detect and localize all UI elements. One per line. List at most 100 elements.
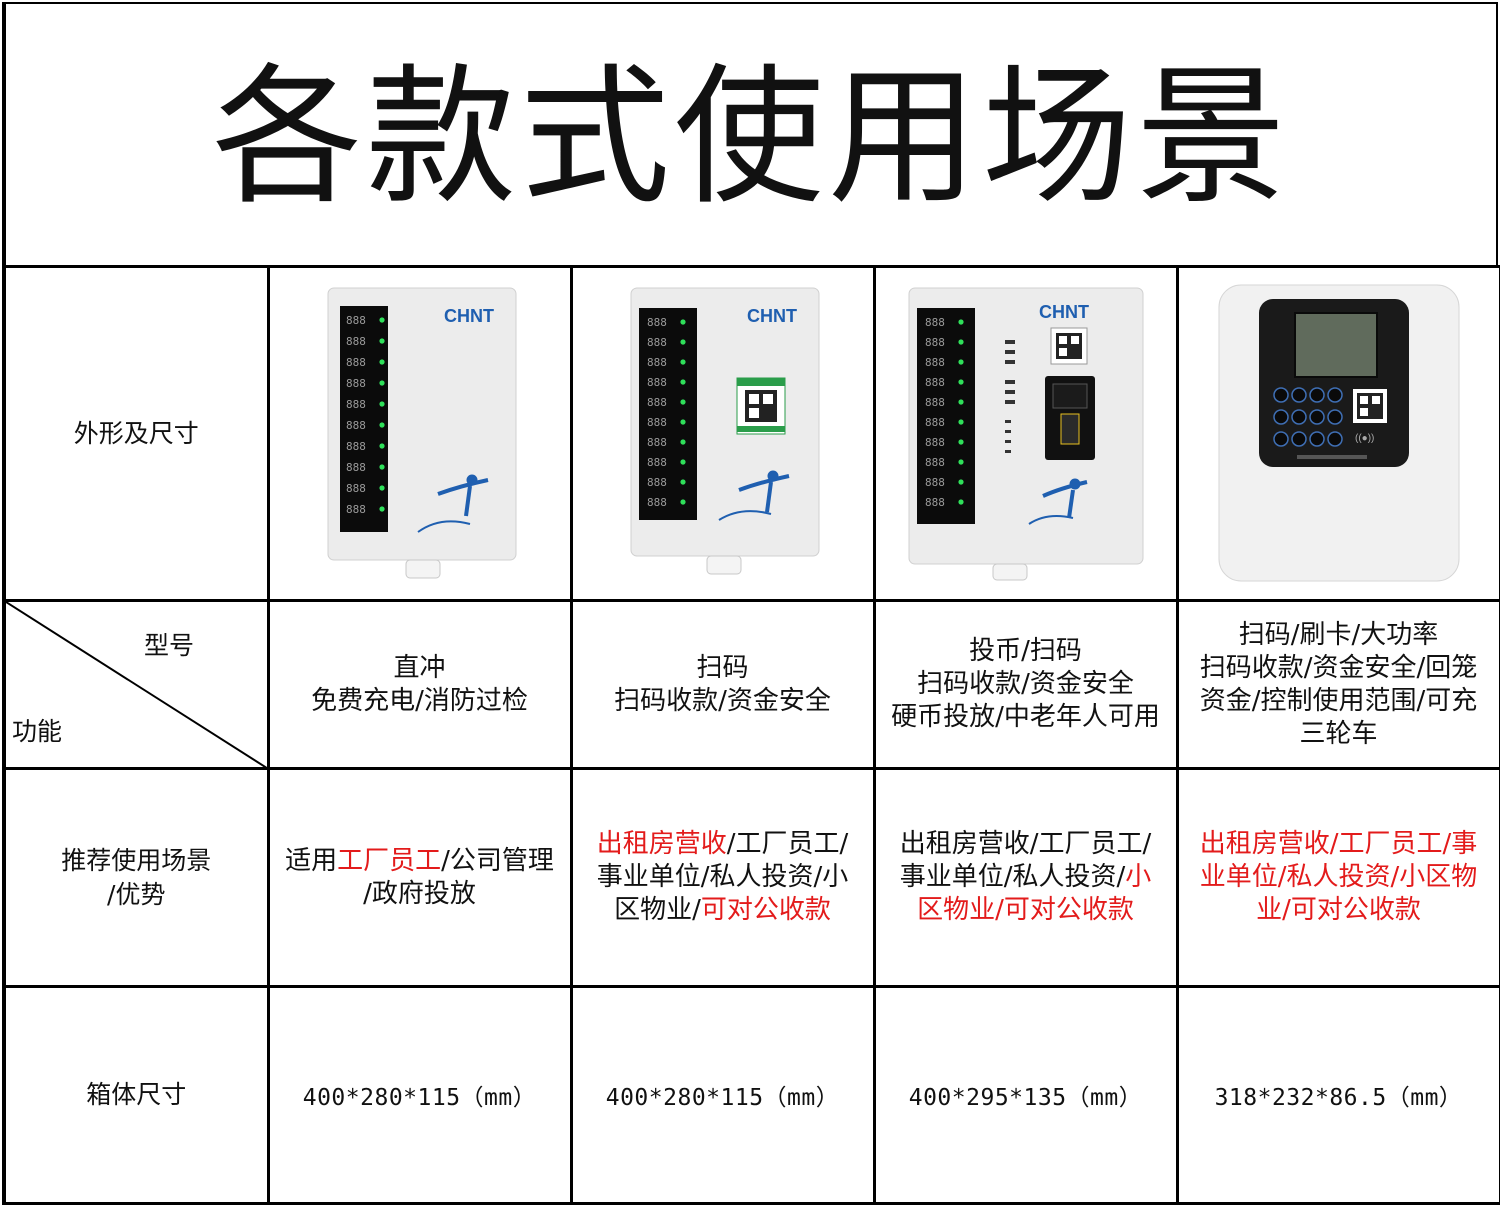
led-indicator — [679, 358, 686, 365]
led-indicator — [378, 505, 385, 512]
product-image-4: ((●)) — [1175, 265, 1500, 602]
features-text-3: 投币/扫码 扫码收款/资金安全 硬币投放/中老年人可用 — [891, 636, 1160, 732]
led-indicator — [378, 421, 385, 428]
appearance-row: 外形及尺寸 888 888 888 888 888 888 888 888 888 888 CHN… — [2, 265, 1500, 602]
header-model-label: 型号 — [144, 631, 195, 660]
led-indicator — [378, 400, 385, 407]
led-indicator — [957, 358, 964, 365]
brand-logo-3: CHNT — [1039, 302, 1089, 322]
led-indicator — [378, 358, 385, 365]
led-indicator — [378, 463, 385, 470]
scene-row: 推荐使用场景 /优势 适用工厂员工/公司管理 /政府投放 出租房营收/工厂员工/… — [2, 767, 1500, 988]
scene-cell-2: 出租房营收/工厂员工/ 事业单位/私人投资/小 区物业/可对公收款 — [569, 767, 876, 988]
coin-slot-icon — [1044, 375, 1095, 460]
led-indicator — [679, 338, 686, 345]
led-indicator — [957, 338, 964, 345]
features-cell-1: 直冲 免费充电/消防过检 — [266, 599, 573, 770]
size-cell-3: 400*295*135（mm） — [872, 985, 1179, 1205]
led-indicator — [957, 438, 964, 445]
features-cell-4: 扫码/刷卡/大功率 扫码收款/资金安全/回笼 资金/控制使用范围/可充 三轮车 — [1175, 599, 1500, 770]
scene-cell-3: 出租房营收/工厂员工/ 事业单位/私人投资/小 区物业/可对公收款 — [872, 767, 1179, 988]
led-digits: 888 — [925, 456, 945, 469]
led-digits: 888 — [647, 416, 667, 429]
led-digits: 888 — [346, 356, 366, 369]
scene-highlight: 工厂员工 — [337, 845, 442, 876]
led-indicator — [378, 379, 385, 386]
led-indicator — [378, 337, 385, 344]
qr-code-icon — [736, 377, 785, 434]
led-digits: 888 — [346, 398, 366, 411]
led-digits: 888 — [925, 316, 945, 329]
scene-segment: /工厂员工/ 事业单位/私人投资/小 区物业/ — [596, 829, 849, 925]
led-digits: 888 — [925, 436, 945, 449]
features-text-4: 扫码/刷卡/大功率 扫码收款/资金安全/回笼 资金/控制使用范围/可充 三轮车 — [1199, 619, 1478, 749]
led-digits: 888 — [346, 503, 366, 516]
row-label-size: 箱体尺寸 — [2, 985, 270, 1205]
led-indicator — [957, 318, 964, 325]
row-label-appearance: 外形及尺寸 — [2, 265, 270, 602]
led-indicator — [679, 458, 686, 465]
skater-logo-icon — [416, 474, 488, 533]
led-digits: 888 — [925, 496, 945, 509]
scene-text-1: 适用工厂员工/公司管理 /政府投放 — [276, 845, 564, 911]
title-box: 各款式使用场景 — [2, 2, 1498, 267]
led-indicator — [957, 498, 964, 505]
qr-code-icon — [1352, 388, 1387, 423]
scene-highlight: 出租房营收/工厂员工/事 业单位/私人投资/小区物 业/可对公收款 — [1199, 829, 1478, 925]
led-digits: 888 — [346, 377, 366, 390]
led-digits: 888 — [647, 456, 667, 469]
led-indicator — [957, 378, 964, 385]
led-digits: 888 — [346, 482, 366, 495]
size-cell-1: 400*280*115（mm） — [266, 985, 573, 1205]
led-indicator — [679, 398, 686, 405]
brand-logo-1: CHNT — [444, 306, 494, 326]
led-indicator — [679, 498, 686, 505]
header-function-label: 功能 — [12, 717, 63, 746]
features-text-1: 直冲 免费充电/消防过检 — [311, 652, 528, 716]
led-digits: 888 — [925, 476, 945, 489]
charger-4-illustration: ((●)) — [1218, 284, 1459, 581]
row-label-scene-text: 推荐使用场景 /优势 — [61, 845, 212, 909]
led-indicator — [957, 478, 964, 485]
scene-segment: 出租房营收/工厂员工/ 事业单位/私人投资/ — [899, 829, 1152, 892]
led-digits: 888 — [647, 356, 667, 369]
scene-highlight: 可对公收款 — [700, 895, 831, 925]
brand-logo-2: CHNT — [747, 306, 797, 326]
led-indicator — [679, 318, 686, 325]
led-digits: 888 — [346, 461, 366, 474]
scene-cell-4: 出租房营收/工厂员工/事 业单位/私人投资/小区物 业/可对公收款 — [1175, 767, 1500, 988]
keypad-icon — [1272, 386, 1343, 447]
led-indicator — [957, 398, 964, 405]
scene-highlight: 小 区物业/可对公收款 — [917, 862, 1152, 925]
skater-logo-icon — [1027, 478, 1087, 525]
led-indicator — [679, 418, 686, 425]
led-indicator — [378, 316, 385, 323]
features-cell-3: 投币/扫码 扫码收款/资金安全 硬币投放/中老年人可用 — [872, 599, 1179, 770]
skater-logo-icon — [717, 470, 789, 521]
svg-text:((●)): ((●)) — [1355, 433, 1374, 444]
scene-text-3: 出租房营收/工厂员工/ 事业单位/私人投资/小 区物业/可对公收款 — [882, 828, 1170, 927]
features-cell-2: 扫码 扫码收款/资金安全 — [569, 599, 876, 770]
led-digits: 888 — [647, 496, 667, 509]
scene-text-4: 出租房营收/工厂员工/事 业单位/私人投资/小区物 业/可对公收款 — [1185, 828, 1493, 927]
led-indicator — [378, 484, 385, 491]
scene-cell-1: 适用工厂员工/公司管理 /政府投放 — [266, 767, 573, 988]
led-indicator — [679, 438, 686, 445]
led-digits: 888 — [647, 316, 667, 329]
size-cell-2: 400*280*115（mm） — [569, 985, 876, 1205]
row-label-scene: 推荐使用场景 /优势 — [2, 767, 270, 988]
scene-highlight: 出租房营收 — [596, 829, 727, 859]
led-digits: 888 — [346, 335, 366, 348]
scene-text-2: 出租房营收/工厂员工/ 事业单位/私人投资/小 区物业/可对公收款 — [579, 828, 867, 927]
size-cell-4: 318*232*86.5（mm） — [1175, 985, 1500, 1205]
led-digits: 888 — [346, 314, 366, 327]
